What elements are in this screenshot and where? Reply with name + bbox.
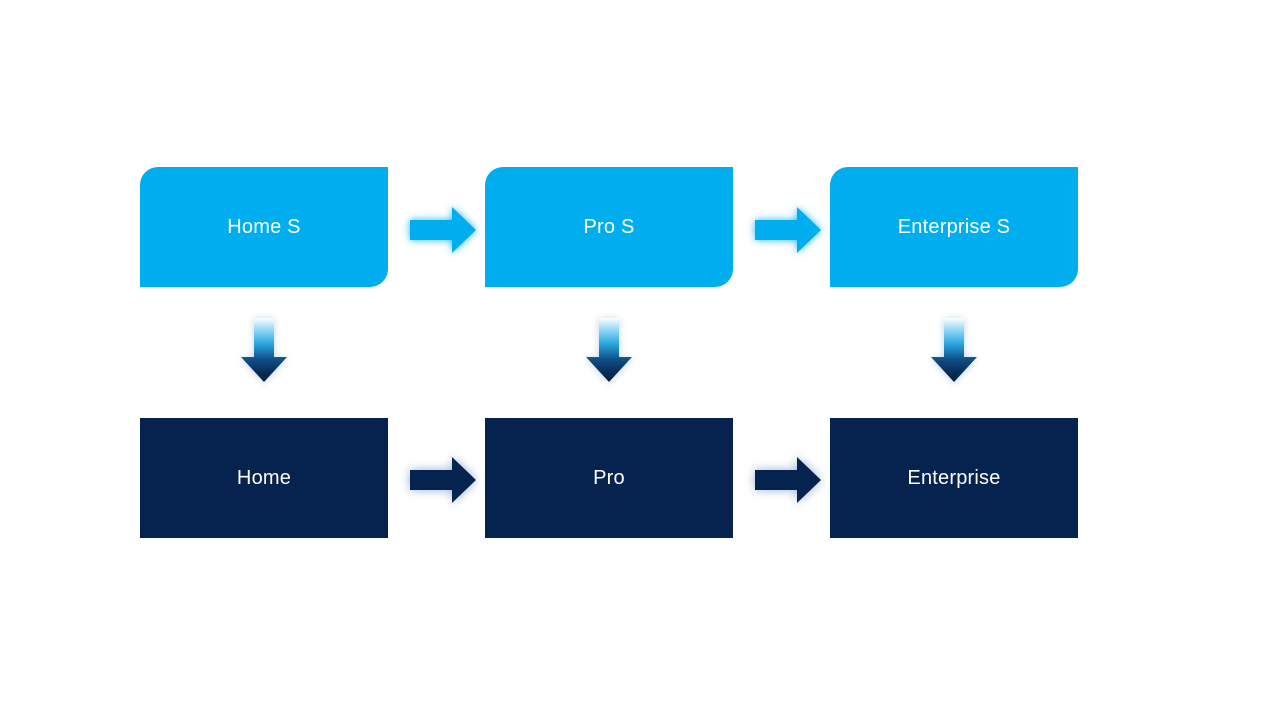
box-enterprise-label: Enterprise [907, 466, 1001, 489]
right-arrow-icon [410, 207, 476, 253]
right-arrow-icon [755, 207, 821, 253]
box-pro: Pro [485, 418, 733, 538]
box-home-s-label: Home S [227, 215, 301, 238]
box-pro-s: Pro S [485, 167, 733, 287]
box-home-label: Home [236, 466, 292, 489]
down-arrow-icon [586, 318, 632, 382]
box-enterprise: Enterprise [830, 418, 1078, 538]
box-pro-s-label: Pro S [583, 215, 635, 238]
right-arrow-icon [410, 457, 476, 503]
down-arrow-icon [931, 318, 977, 382]
right-arrow-icon [755, 457, 821, 503]
box-enterprise-s-label: Enterprise S [897, 215, 1011, 238]
down-arrow-icon [241, 318, 287, 382]
box-pro-label: Pro [593, 466, 625, 489]
box-home-s: Home S [140, 167, 388, 287]
box-enterprise-s: Enterprise S [830, 167, 1078, 287]
box-home: Home [140, 418, 388, 538]
